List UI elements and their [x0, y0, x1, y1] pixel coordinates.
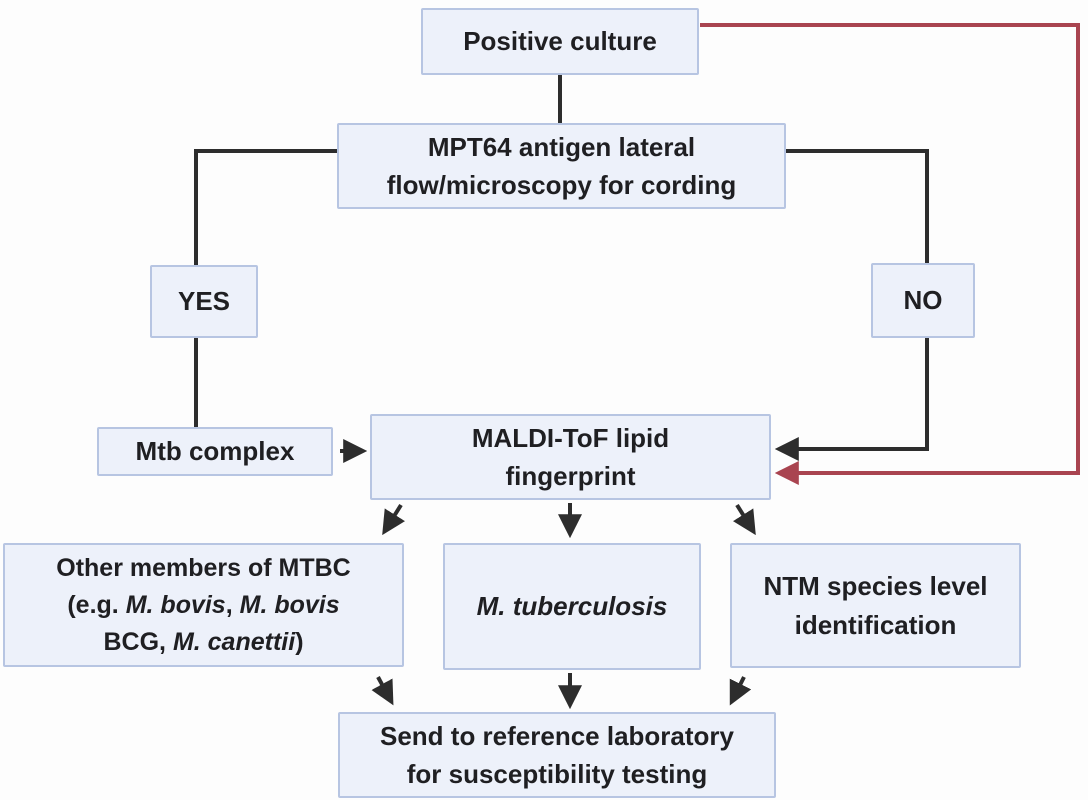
connector-mpt64-to-yes: [194, 149, 337, 265]
node-maldi-line1: MALDI-ToF lipid: [471, 422, 670, 453]
node-positive-culture: Positive culture: [421, 8, 699, 75]
node-send-reference-line1: Send to reference laboratory: [380, 720, 734, 751]
species-m-canettii: M. canettii: [172, 627, 296, 656]
node-maldi-tof-lipid-fingerprint: MALDI-ToF lipid fingerprint: [370, 414, 771, 500]
connector-maldi-to-other-mtbc: [382, 503, 406, 536]
node-mpt64-line1: MPT64 antigen lateral: [427, 131, 696, 162]
node-positive-culture-label: Positive culture: [463, 26, 657, 57]
species-m-bovis: M. bovis: [125, 590, 226, 619]
node-ntm-species-identification: NTM species level identification: [730, 543, 1021, 668]
connector-red-positive-to-maldi: [700, 23, 1080, 485]
node-m-tuberculosis: M. tuberculosis: [443, 543, 701, 670]
node-other-mtbc-line2-pre: (e.g.: [67, 590, 126, 619]
node-no: NO: [871, 263, 975, 338]
species-m-bovis-2: M. bovis: [239, 590, 340, 619]
connector-maldi-to-ntm: [732, 503, 756, 536]
node-other-mtbc-line1: Other members of MTBC: [56, 553, 351, 582]
node-yes: YES: [150, 265, 258, 338]
connector-ntm-to-send: [729, 676, 752, 706]
node-ntm-line2: identification: [794, 609, 957, 640]
node-other-mtbc-line3: BCG, M. canettii): [103, 624, 303, 661]
node-mtb-complex: Mtb complex: [97, 427, 333, 476]
node-other-members-mtbc: Other members of MTBC (e.g. M. bovis, M.…: [3, 543, 404, 667]
node-send-reference-line2: for susceptibility testing: [406, 759, 708, 789]
node-other-mtbc-line3-pre: BCG,: [103, 627, 173, 656]
node-mpt64-antigen-test: MPT64 antigen lateral flow/microscopy fo…: [337, 123, 786, 209]
node-m-tuberculosis-label: M. tuberculosis: [476, 591, 668, 622]
node-other-mtbc-line2: (e.g. M. bovis, M. bovis: [67, 587, 339, 624]
connector-mpt64-to-no: [785, 149, 929, 263]
node-mtb-complex-label: Mtb complex: [135, 436, 295, 467]
node-send-reference-laboratory: Send to reference laboratory for suscept…: [338, 712, 776, 798]
node-other-mtbc-line3-post: ): [295, 627, 304, 656]
node-yes-label: YES: [177, 286, 231, 317]
connector-no-to-maldi: [774, 338, 929, 461]
node-ntm-line1: NTM species level: [763, 571, 988, 602]
node-no-label: NO: [903, 285, 943, 316]
node-other-mtbc-line2-sep: ,: [225, 590, 240, 619]
node-maldi-line2: fingerprint: [505, 461, 636, 491]
node-mpt64-line2: flow/microscopy for cording: [386, 170, 737, 200]
connector-other-mtbc-to-send: [371, 676, 394, 706]
